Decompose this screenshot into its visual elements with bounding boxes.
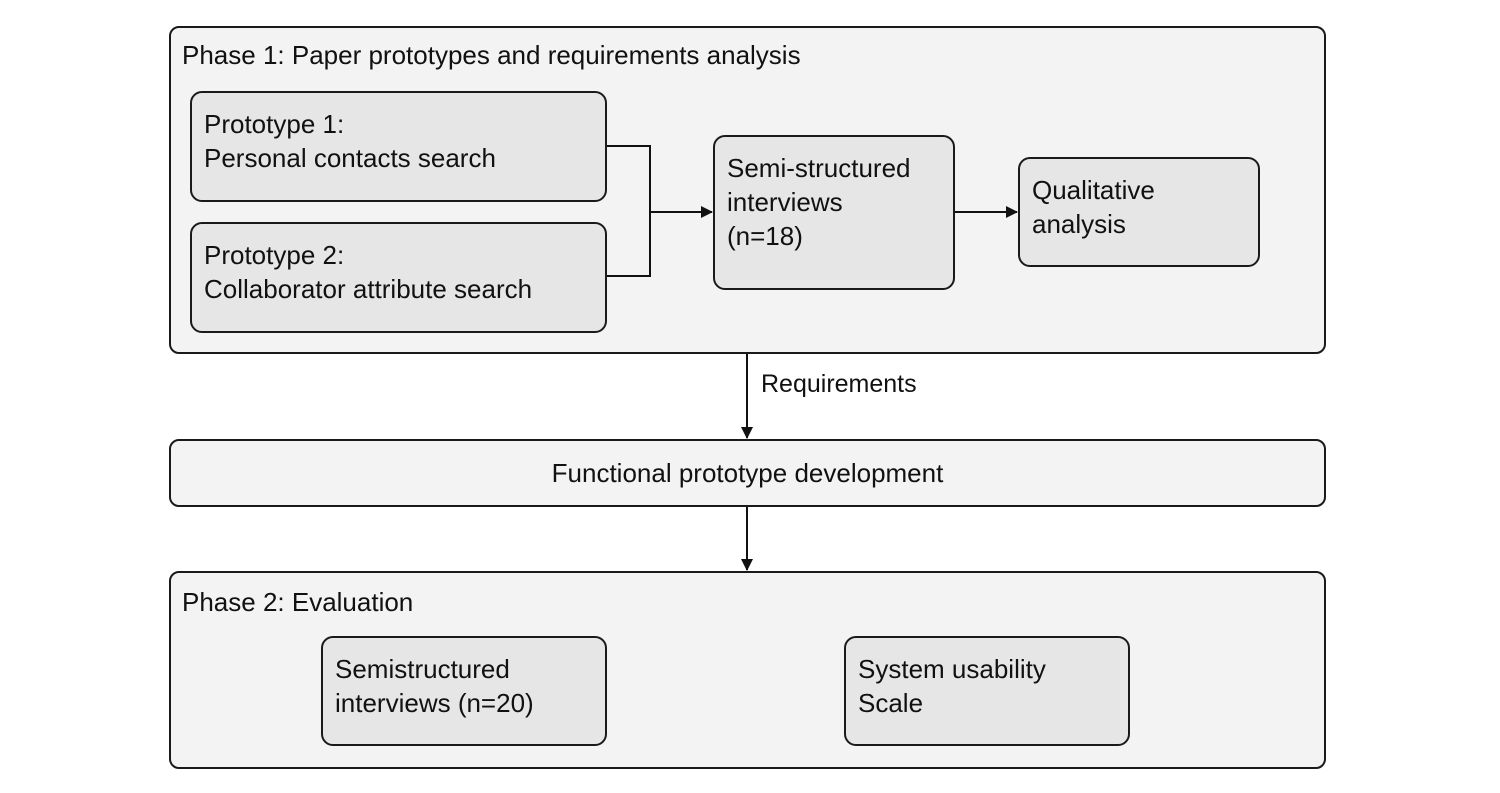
phase-2-interviews-line-1: Semistructured [335,654,510,684]
functional-prototype-label: Functional prototype development [551,458,944,488]
sus-line-1: System usability [858,654,1046,684]
interviews-line-3: (n=18) [727,221,803,251]
prototype-1-box: Prototype 1: Personal contacts search [190,91,607,202]
analysis-line-2: analysis [1032,209,1126,239]
prototype-2-description: Collaborator attribute search [204,274,533,304]
phase-1-title: Phase 1: Paper prototypes and requiremen… [182,40,801,70]
prototype-1-description: Personal contacts search [204,143,496,173]
prototype-2-box: Prototype 2: Collaborator attribute sear… [190,222,607,333]
sus-line-2: Scale [858,688,924,718]
interviews-line-2: interviews [727,187,843,217]
interviews-line-1: Semi-structured [727,153,911,183]
requirements-label: Requirements [761,370,917,398]
system-usability-scale-box: System usability Scale [844,636,1130,746]
phase-2-title: Phase 2: Evaluation [182,587,414,617]
qualitative-analysis-box: Qualitative analysis [1018,157,1260,267]
semi-structured-interviews-box: Semi-structured interviews (n=18) [713,135,955,290]
phase-2-interviews-line-2: interviews (n=20) [335,688,534,718]
prototype-2-title: Prototype 2: [204,240,345,270]
semistructured-interviews-box: Semistructured interviews (n=20) [321,636,607,746]
prototype-1-title: Prototype 1: [204,109,345,139]
functional-prototype-box: Functional prototype development [169,439,1326,507]
analysis-line-1: Qualitative [1032,175,1155,205]
